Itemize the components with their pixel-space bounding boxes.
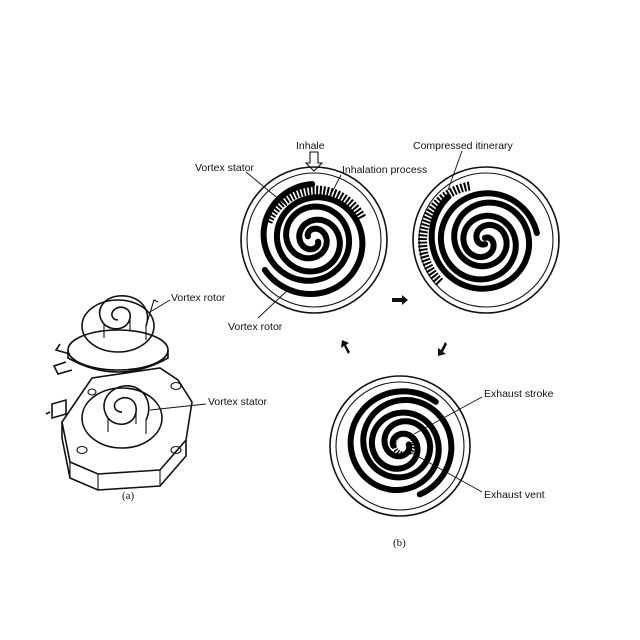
label-exhaust-vent: Exhaust vent (484, 489, 545, 501)
label-exhaust-stroke: Exhaust stroke (484, 388, 554, 400)
label-vortex-rotor-b: Vortex rotor (228, 321, 283, 333)
scroll-wrap-line (260, 181, 353, 284)
rotor-disc (81, 299, 155, 353)
stator-base-plate (61, 367, 193, 475)
cycle-arrow-icon (438, 342, 447, 356)
housing-outer-ring (412, 166, 560, 314)
stage-compression: Compressed itinerary (412, 140, 560, 314)
panel-b-stages: Inhale Vortex stator Inhalation process … (195, 140, 560, 549)
exhaust-gas-pocket (391, 431, 417, 457)
label-vortex-stator-b: Vortex stator (195, 162, 254, 174)
caption-a: (a) (122, 490, 135, 502)
scroll-wrap-line (360, 397, 455, 498)
stage-exhaust: Exhaust stroke Exhaust vent (329, 375, 554, 517)
scroll-wrap-line (261, 194, 366, 298)
caption-b: (b) (393, 537, 406, 549)
housing-inner-ring (335, 381, 465, 511)
housing-outer-ring (240, 166, 388, 314)
mount-hole (170, 445, 182, 455)
scroll-spiral (260, 181, 366, 298)
scroll-wrap-line (428, 193, 533, 292)
stage-inhalation: Inhale Vortex stator Inhalation process … (195, 140, 427, 333)
housing-inner-ring (418, 172, 554, 308)
rotor-scroll-wrap (98, 295, 149, 330)
rotor-flange (67, 329, 169, 371)
label-compressed-itinerary: Compressed itinerary (413, 140, 514, 152)
scroll-wrap-line (437, 190, 540, 283)
stator-base-side (61, 422, 187, 491)
housing-inner-ring (246, 172, 382, 308)
inhale-arrow-icon (304, 151, 324, 172)
mount-hole (170, 381, 182, 391)
scroll-spiral (428, 190, 540, 292)
scroll-spiral (347, 388, 455, 498)
cycle-arrow-icon (341, 340, 350, 354)
label-inhale: Inhale (296, 140, 325, 152)
label-vortex-rotor-a: Vortex rotor (171, 292, 226, 304)
flange-lug (52, 343, 73, 375)
cycle-arrow-icon (392, 295, 408, 305)
stator-disc (81, 387, 163, 449)
mount-hole (87, 388, 97, 396)
scroll-wrap-line (347, 388, 442, 493)
label-inhalation-process: Inhalation process (342, 164, 427, 176)
pipe-fitting (45, 398, 67, 420)
gas-pocket (418, 181, 471, 286)
stator-scroll-wrap (103, 385, 150, 425)
panel-a-exploded-view: Vortex rotor Vortex stator (a) (45, 292, 267, 502)
housing-outer-ring (329, 375, 471, 517)
label-vortex-stator-a: Vortex stator (208, 396, 267, 408)
gas-pocket (263, 185, 366, 224)
mount-hole (76, 445, 88, 455)
